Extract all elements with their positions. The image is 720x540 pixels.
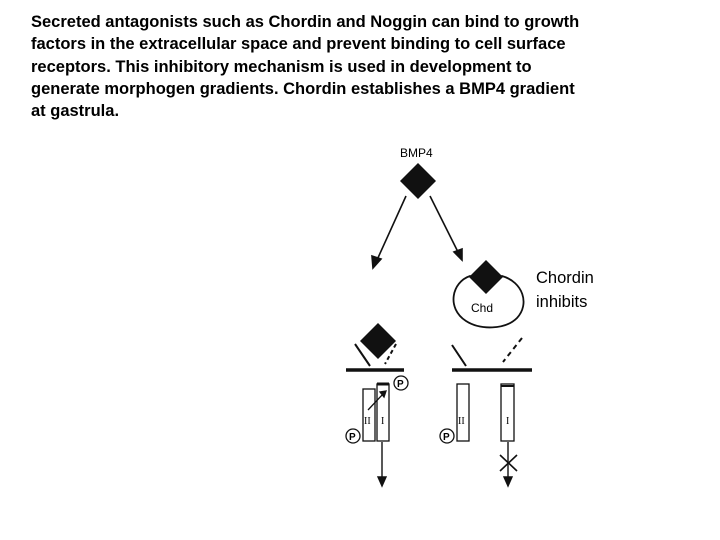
chordin-label: Chd	[471, 301, 493, 315]
side-label-line-2: inhibits	[536, 293, 588, 311]
receptor-i-label-right: I	[506, 416, 509, 427]
phosphorylation-arrow	[367, 390, 387, 411]
bmp4-label: BMP4	[400, 146, 433, 160]
chordin-protein	[452, 274, 525, 329]
receptor-i-extracellular-right	[502, 337, 523, 363]
receptor-i-label-left: I	[381, 416, 384, 427]
chordin-inhibits-label: Chordin inhibits	[536, 266, 594, 314]
receptor-ii-extracellular-right	[451, 344, 467, 367]
receptor-i-right	[500, 383, 515, 442]
arrow-to-chordin	[429, 195, 463, 262]
receptor-i-extracellular-left	[384, 343, 397, 365]
receptor-ii-extracellular-left	[354, 343, 371, 367]
phospho-marker-upper-left: P	[393, 375, 409, 391]
receptor-ii-left	[362, 388, 376, 442]
arrow-to-receptor	[371, 195, 407, 270]
receptor-ii-right	[456, 383, 470, 442]
receptor-ii-label-right: II	[458, 416, 465, 427]
caption-text: Secreted antagonists such as Chordin and…	[31, 13, 580, 121]
svg-text:P: P	[443, 432, 450, 443]
phospho-marker-lower-right: P	[439, 428, 455, 444]
receptor-ii-label-left: II	[364, 416, 371, 427]
bmp4-ligand-top	[400, 163, 436, 199]
side-label-line-1: Chordin	[536, 269, 594, 287]
svg-text:P: P	[349, 432, 356, 443]
phospho-marker-lower-left: P	[345, 428, 361, 444]
signal-arrow-left	[376, 442, 388, 488]
bmp4-ligand-on-receptor	[360, 323, 396, 359]
blocked-signal-arrow-right	[502, 442, 514, 488]
bmp4-ligand-bound-chordin	[469, 260, 503, 294]
block-x-icon	[499, 454, 518, 472]
svg-text:P: P	[397, 379, 404, 390]
bmp4-chordin-diagram: BMP4 Chd II I P P II I	[345, 146, 532, 488]
